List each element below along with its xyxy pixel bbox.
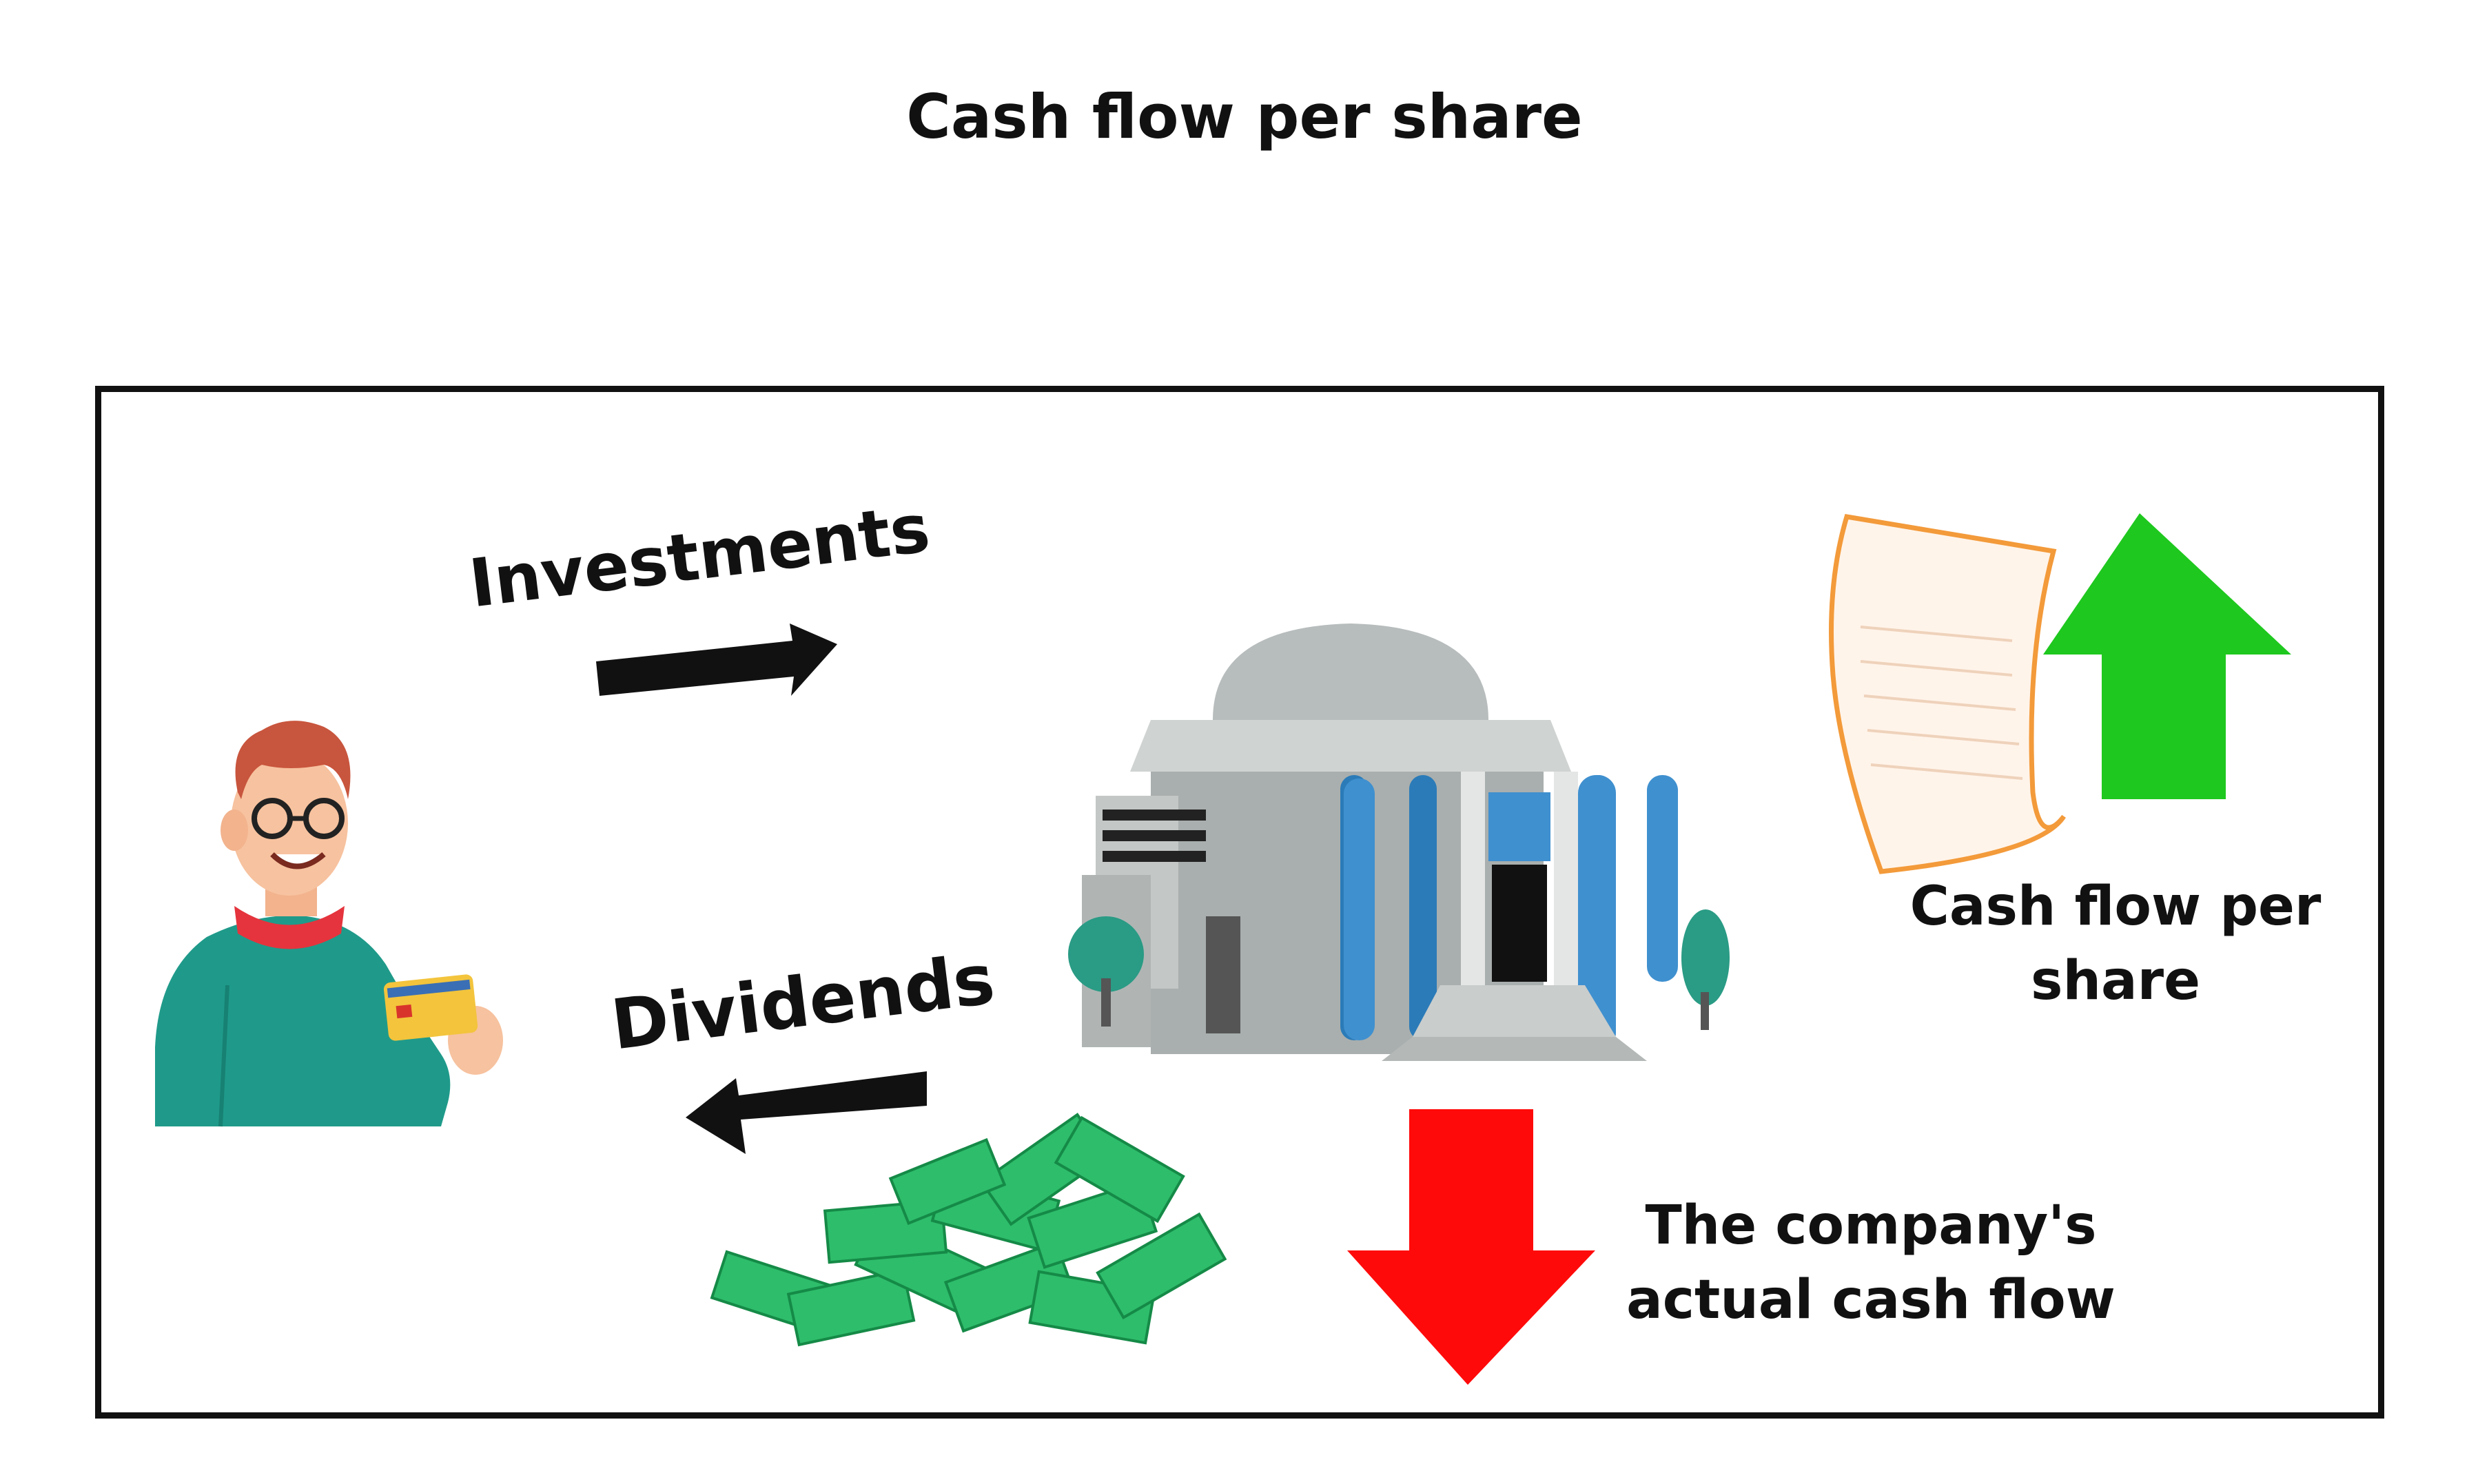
actual-cash-flow-label: The company's actual cash flow	[1626, 1195, 2116, 1331]
diagram-frame	[95, 386, 2384, 1419]
page-title: Cash flow per share	[906, 81, 1583, 152]
cash-flow-per-share-label: Cash flow per share	[1909, 876, 2322, 1012]
down-arrow-icon	[1347, 1109, 1595, 1385]
document-icon	[1829, 514, 2066, 874]
credit-card-icon	[383, 974, 478, 1041]
investor-person-icon	[155, 721, 503, 1127]
up-arrow-icon	[2043, 513, 2291, 799]
money-pile-icon	[710, 1113, 1227, 1347]
left-arrow-icon	[686, 1071, 927, 1154]
bank-building-icon	[1068, 624, 1730, 1061]
right-arrow-icon	[596, 624, 837, 696]
